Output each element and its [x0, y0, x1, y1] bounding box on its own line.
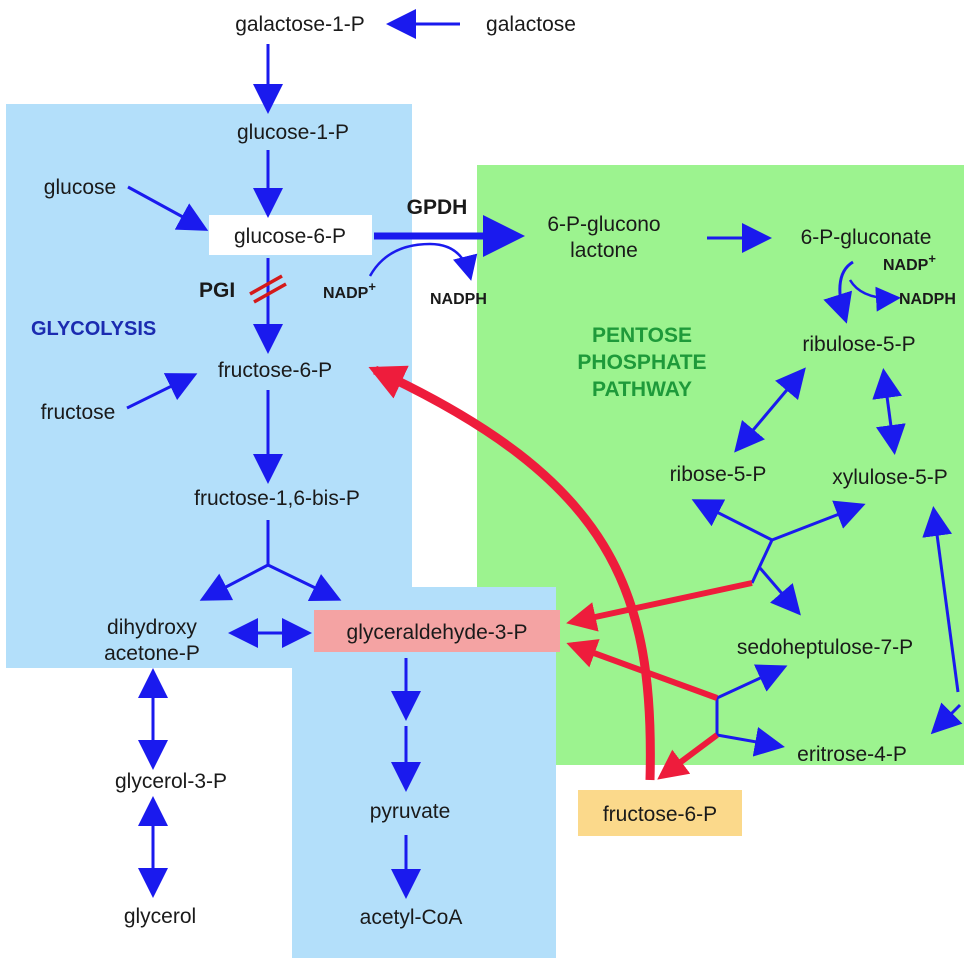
- label-fructose-6-p-ppp: fructose-6-P: [603, 803, 717, 826]
- arrow-to-eritrose-right: [930, 702, 963, 735]
- label-glycerol-3-p: glycerol-3-P: [115, 770, 227, 793]
- arrow-fructose-to-fructose-6-p: [126, 373, 198, 410]
- label-ppp-line3: PATHWAY: [592, 378, 692, 401]
- label-ribulose-5-p: ribulose-5-P: [802, 333, 915, 356]
- label-pyruvate: pyruvate: [370, 800, 451, 823]
- red-arrow-fructose-6-p-to-glycolysis: [368, 365, 655, 781]
- label-galactose-1-p: galactose-1-P: [235, 13, 365, 36]
- label-acetone-p: acetone-P: [104, 642, 200, 665]
- fructose-6-p-ppp-box: [578, 790, 742, 836]
- glycolysis-arrows: [126, 9, 460, 899]
- label-gluconolactone-line1: 6-P-glucono: [547, 213, 660, 236]
- label-galactose: galactose: [486, 13, 576, 36]
- pgi-block-line-1: [249, 274, 283, 296]
- arrow-ta-to-sedoheptulose: [716, 664, 788, 700]
- nadp-1-superscript: +: [368, 279, 376, 294]
- arrow-tk1-to-ribose: [691, 499, 773, 542]
- label-fructose: fructose: [41, 401, 116, 424]
- label-glucose-6-p: glucose-6-P: [234, 225, 346, 248]
- arrow-tk1-to-sedoheptulose: [758, 567, 801, 616]
- label-dihydroxy: dihydroxy: [107, 616, 197, 639]
- arrow-ta-to-eritrose: [716, 727, 785, 757]
- arrow-nadp-to-nadph-1: [368, 242, 478, 281]
- arrow-split-to-dihydroxy: [199, 563, 269, 601]
- label-pgi: PGI: [199, 279, 235, 302]
- label-ribose-5-p: ribose-5-P: [670, 463, 767, 486]
- label-fructose-bisphosphate: fructose-1,6-bis-P: [194, 487, 360, 510]
- label-sedoheptulose-7-p: sedoheptulose-7-P: [737, 636, 913, 659]
- nadp-2-text: NADP: [883, 257, 929, 274]
- arrow-split-to-glyceraldehyde: [267, 563, 342, 602]
- arrow-xylulose-eritrose: [922, 506, 960, 693]
- label-gpdh: GPDH: [407, 196, 468, 219]
- arrow-gluconate-to-ribulose: [823, 260, 854, 324]
- nadp-1-text: NADP: [323, 285, 369, 302]
- label-nadph-1: NADPH: [430, 291, 487, 308]
- red-arrow-ta-to-fructose-6-p: [657, 732, 719, 780]
- glyceraldehyde-3-p-box: [314, 610, 560, 652]
- glucose-6-p-box: [209, 215, 372, 255]
- label-glucose-1-p: glucose-1-P: [237, 121, 349, 144]
- label-glyceraldehyde-3-p: glyceraldehyde-3-P: [347, 621, 528, 644]
- label-6-p-gluconate: 6-P-gluconate: [801, 226, 932, 249]
- arrow-nadp-to-nadph-2: [848, 279, 901, 312]
- arrow-ribulose-ribose: [734, 367, 806, 453]
- label-glycerol: glycerol: [124, 905, 196, 928]
- label-acetyl-coa: acetyl-CoA: [360, 906, 463, 929]
- label-eritrose-4-p: eritrose-4-P: [797, 743, 907, 766]
- arrow-ribulose-xylulose: [872, 368, 906, 455]
- label-nadp-plus-1: NADP+: [323, 279, 376, 302]
- glycolysis-region: [6, 104, 556, 958]
- red-arrow-ta-to-glyceraldehyde: [566, 639, 719, 701]
- label-ppp-line1: PENTOSE: [592, 324, 692, 347]
- ppp-arrows: [691, 223, 963, 757]
- arrow-tk1-to-xylulose: [771, 500, 866, 542]
- label-ppp-line2: PHOSPHATE: [577, 351, 706, 374]
- label-xylulose-5-p: xylulose-5-P: [832, 466, 948, 489]
- label-nadp-plus-2: NADP+: [883, 251, 936, 274]
- label-glucose: glucose: [44, 176, 116, 199]
- arrow-glucose-to-glucose-6-p: [127, 185, 209, 231]
- label-nadph-2: NADPH: [899, 291, 956, 308]
- red-arrow-tk1-to-glyceraldehyde: [566, 580, 753, 632]
- red-arrows: [368, 365, 753, 781]
- transketolase-1-hub: [750, 539, 774, 584]
- pgi-block-line-2: [253, 282, 287, 304]
- label-fructose-6-p: fructose-6-P: [218, 359, 332, 382]
- label-glycolysis: GLYCOLYSIS: [31, 318, 156, 340]
- label-gluconolactone-line2: lactone: [570, 239, 638, 262]
- nadp-2-superscript: +: [928, 251, 936, 266]
